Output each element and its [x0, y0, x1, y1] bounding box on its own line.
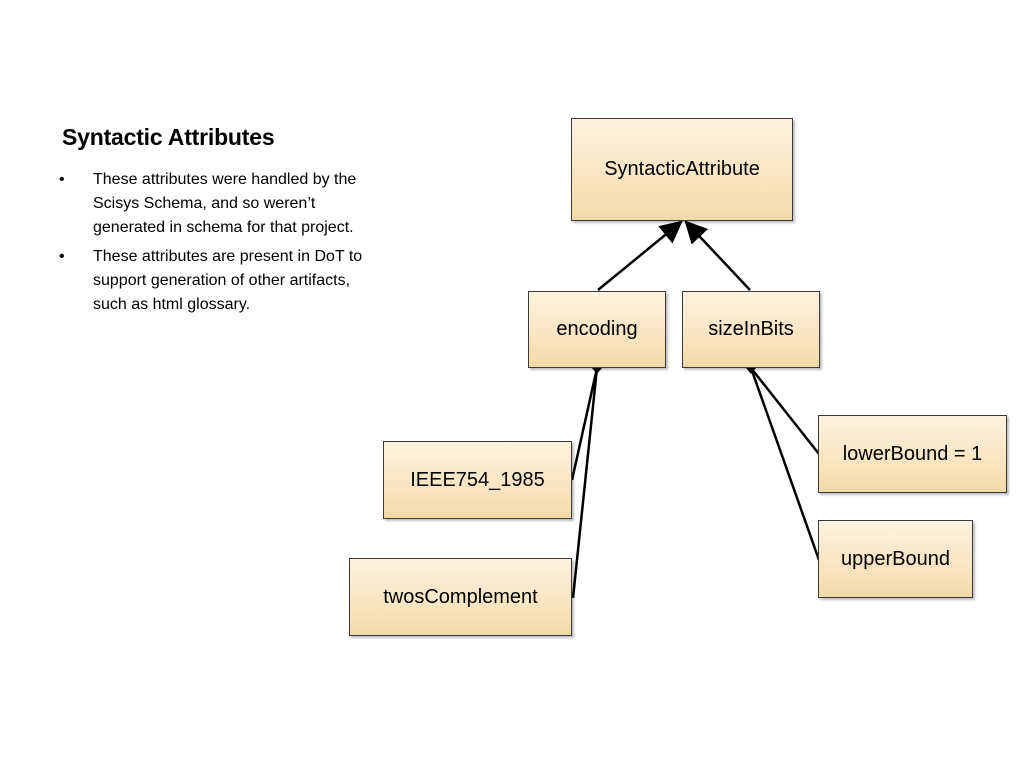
class-name: IEEE754_1985 — [410, 468, 545, 491]
class-name: upperBound — [841, 547, 950, 570]
upper-bound-class-box: upperBound — [818, 520, 973, 598]
encoding-class-box: encoding — [528, 291, 666, 368]
ieee754-class-box: IEEE754_1985 — [383, 441, 572, 519]
size-in-bits-class-box: sizeInBits — [682, 291, 820, 368]
bullet-list: • These attributes were handled by the S… — [58, 168, 378, 322]
bullet-text: These attributes are present in DoT to s… — [93, 248, 363, 313]
class-name: SyntacticAttribute — [604, 158, 760, 180]
class-name: sizeInBits — [708, 318, 794, 340]
composition-connector-lowerbound — [750, 367, 820, 455]
bullet-text: These attributes were handled by the Sci… — [93, 171, 357, 236]
composition-connector-ieee — [570, 367, 599, 481]
composition-connector-upperbound — [749, 367, 821, 561]
syntactic-attribute-class-box: SyntacticAttribute — [571, 118, 793, 221]
generalization-connector-sizeinbits — [684, 220, 751, 291]
generalization-connector-encoding — [597, 220, 683, 291]
bullet-marker: • — [59, 171, 65, 188]
class-name: lowerBound = 1 — [842, 442, 983, 465]
class-name: encoding — [556, 318, 638, 340]
class-name: twosComplement — [383, 585, 538, 608]
bullet-marker: • — [59, 248, 65, 265]
lower-bound-class-box: lowerBound = 1 — [818, 415, 1007, 493]
bullet-item: • These attributes were handled by the S… — [58, 168, 378, 240]
twos-complement-class-box: twosComplement — [349, 558, 572, 636]
slide-title: Syntactic Attributes — [62, 124, 275, 150]
composition-connector-twos — [571, 367, 599, 599]
bullet-item: • These attributes are present in DoT to… — [58, 245, 378, 317]
